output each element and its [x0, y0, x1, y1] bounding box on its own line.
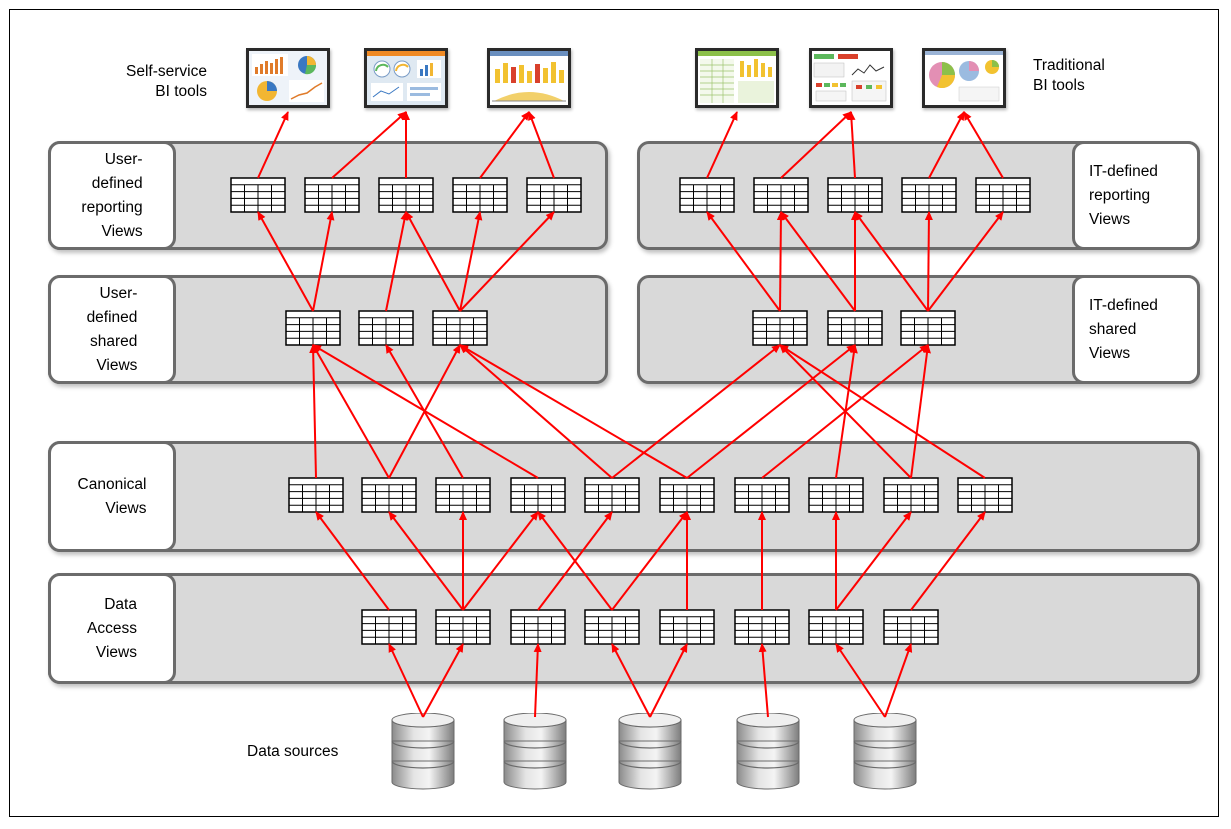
- user-shared-view-table: [285, 310, 341, 346]
- it-shared-view-table: [827, 310, 883, 346]
- canonical-views-label: Canonical Views: [77, 475, 147, 517]
- canonical-view-table: [510, 477, 566, 513]
- bar-pie-dashboard-icon: [249, 51, 327, 105]
- data-access-view-table: [584, 609, 640, 645]
- user-defined-shared-label-box: User- defined shared Views: [48, 275, 176, 384]
- it-defined-reporting-label-box: IT-defined reporting Views: [1072, 141, 1200, 250]
- it-reporting-view-table: [975, 177, 1031, 213]
- it-reporting-view-table: [753, 177, 809, 213]
- canonical-view-table: [883, 477, 939, 513]
- it-reporting-view-table: [901, 177, 957, 213]
- bar-chart-thumbnail-icon: [487, 48, 571, 108]
- database-icon: [853, 713, 917, 790]
- data-access-view-table: [659, 609, 715, 645]
- user-reporting-view-table: [452, 177, 508, 213]
- it-shared-view-table: [900, 310, 956, 346]
- spreadsheet-report-icon: [698, 51, 776, 105]
- dashboard-thumbnail-icon: [246, 48, 330, 108]
- user-defined-reporting-label-box: User- defined reporting Views: [48, 141, 176, 250]
- data-access-view-table: [361, 609, 417, 645]
- user-reporting-view-table: [304, 177, 360, 213]
- canonical-view-table: [584, 477, 640, 513]
- canonical-view-table: [957, 477, 1013, 513]
- canonical-views-label-box: Canonical Views: [48, 441, 176, 552]
- canonical-view-table: [361, 477, 417, 513]
- it-defined-shared-label-box: IT-defined shared Views: [1072, 275, 1200, 384]
- data-access-view-table: [883, 609, 939, 645]
- canonical-view-table: [659, 477, 715, 513]
- database-icon: [503, 713, 567, 790]
- it-defined-reporting-label: IT-defined reporting Views: [1089, 162, 1158, 228]
- it-reporting-view-table: [827, 177, 883, 213]
- self-service-bi-label: Self-service BI tools: [126, 63, 207, 100]
- data-access-views-label-box: Data Access Views: [48, 573, 176, 684]
- data-access-view-table: [510, 609, 566, 645]
- user-shared-view-table: [358, 310, 414, 346]
- user-defined-reporting-label: User- defined reporting Views: [81, 150, 143, 240]
- canonical-view-table: [734, 477, 790, 513]
- canonical-view-table: [808, 477, 864, 513]
- traditional-bi-label: Traditional BI tools: [1033, 57, 1105, 94]
- gauge-dashboard-thumbnail-icon: [364, 48, 448, 108]
- data-access-view-table: [435, 609, 491, 645]
- kpi-report-thumbnail-icon: [809, 48, 893, 108]
- database-icon: [618, 713, 682, 790]
- pie-charts-icon: [925, 51, 1003, 105]
- canonical-view-table: [288, 477, 344, 513]
- database-icon: [391, 713, 455, 790]
- database-icon: [736, 713, 800, 790]
- user-reporting-view-table: [230, 177, 286, 213]
- yellow-bars-icon: [490, 51, 568, 105]
- it-defined-shared-label: IT-defined shared Views: [1089, 296, 1158, 362]
- data-access-view-table: [734, 609, 790, 645]
- data-sources-label: Data sources: [247, 743, 339, 760]
- it-shared-view-table: [752, 310, 808, 346]
- gauge-dashboard-icon: [367, 51, 445, 105]
- it-reporting-view-table: [679, 177, 735, 213]
- canonical-view-table: [435, 477, 491, 513]
- table-report-thumbnail-icon: [695, 48, 779, 108]
- data-access-views-label: Data Access Views: [87, 595, 137, 661]
- pie-report-thumbnail-icon: [922, 48, 1006, 108]
- user-defined-shared-label: User- defined shared Views: [86, 284, 138, 374]
- kpi-report-icon: [812, 51, 890, 105]
- user-shared-view-table: [432, 310, 488, 346]
- user-reporting-view-table: [526, 177, 582, 213]
- diagram-frame: [9, 9, 1219, 817]
- data-access-view-table: [808, 609, 864, 645]
- user-reporting-view-table: [378, 177, 434, 213]
